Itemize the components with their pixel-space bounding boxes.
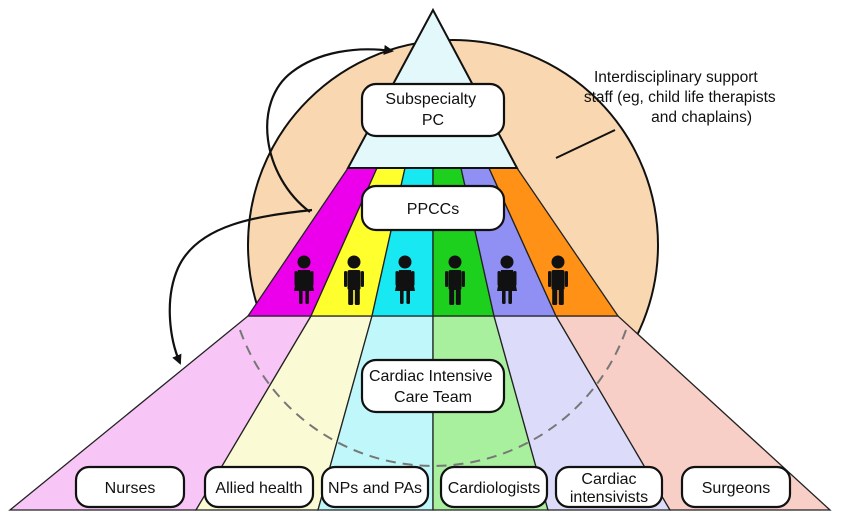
support-note-line-2: staff (eg, child life therapists	[584, 89, 776, 106]
role-box-nps-and-pas: NPs and PAs	[320, 465, 430, 509]
support-note-line-1: Interdisciplinary support	[594, 69, 758, 86]
subspecialty-pc-label: Subspecialty PC	[385, 91, 480, 129]
ppccs-box: PPCCs	[360, 184, 506, 232]
female-person-icon	[395, 255, 415, 304]
support-note-pointer	[555, 129, 616, 159]
role-box-surgeons: Surgeons	[680, 465, 792, 509]
arrow-to-subspecialty	[266, 44, 394, 213]
male-person-icon	[344, 255, 364, 305]
support-note-line-3: and chaplains)	[651, 109, 752, 126]
female-person-icon	[497, 255, 517, 304]
role-box-cardiologists: Cardiologists	[439, 465, 549, 509]
support-staff-note: Interdisciplinary support staff (eg, chi…	[584, 69, 780, 126]
female-person-icon	[294, 255, 314, 304]
role-label-allied-health: Allied health	[215, 480, 302, 497]
role-label-surgeons: Surgeons	[702, 480, 771, 497]
role-label-nps-and-pas: NPs and PAs	[328, 480, 422, 497]
role-label-boxes: Nurses Allied health NPs and PAs Cardiologi…	[74, 465, 792, 509]
role-box-nurses: Nurses	[74, 465, 186, 509]
male-person-icon	[548, 255, 568, 305]
cardiac-intensive-care-team-label: Cardiac Intensive Care Team	[369, 368, 497, 406]
dashed-circle-arc	[239, 329, 627, 467]
arrow-to-lower-team	[168, 208, 313, 365]
subspecialty-pc-box: Subspecialty PC	[360, 82, 506, 138]
role-box-allied-health: Allied health	[203, 465, 315, 509]
role-label-nurses: Nurses	[105, 480, 156, 497]
male-person-icon	[445, 255, 465, 305]
ppccs-label: PPCCs	[407, 201, 459, 218]
cardiac-intensive-care-team-box: Cardiac Intensive Care Team	[360, 358, 506, 414]
role-label-cardiologists: Cardiologists	[448, 480, 540, 497]
team-member-figures	[294, 255, 568, 305]
